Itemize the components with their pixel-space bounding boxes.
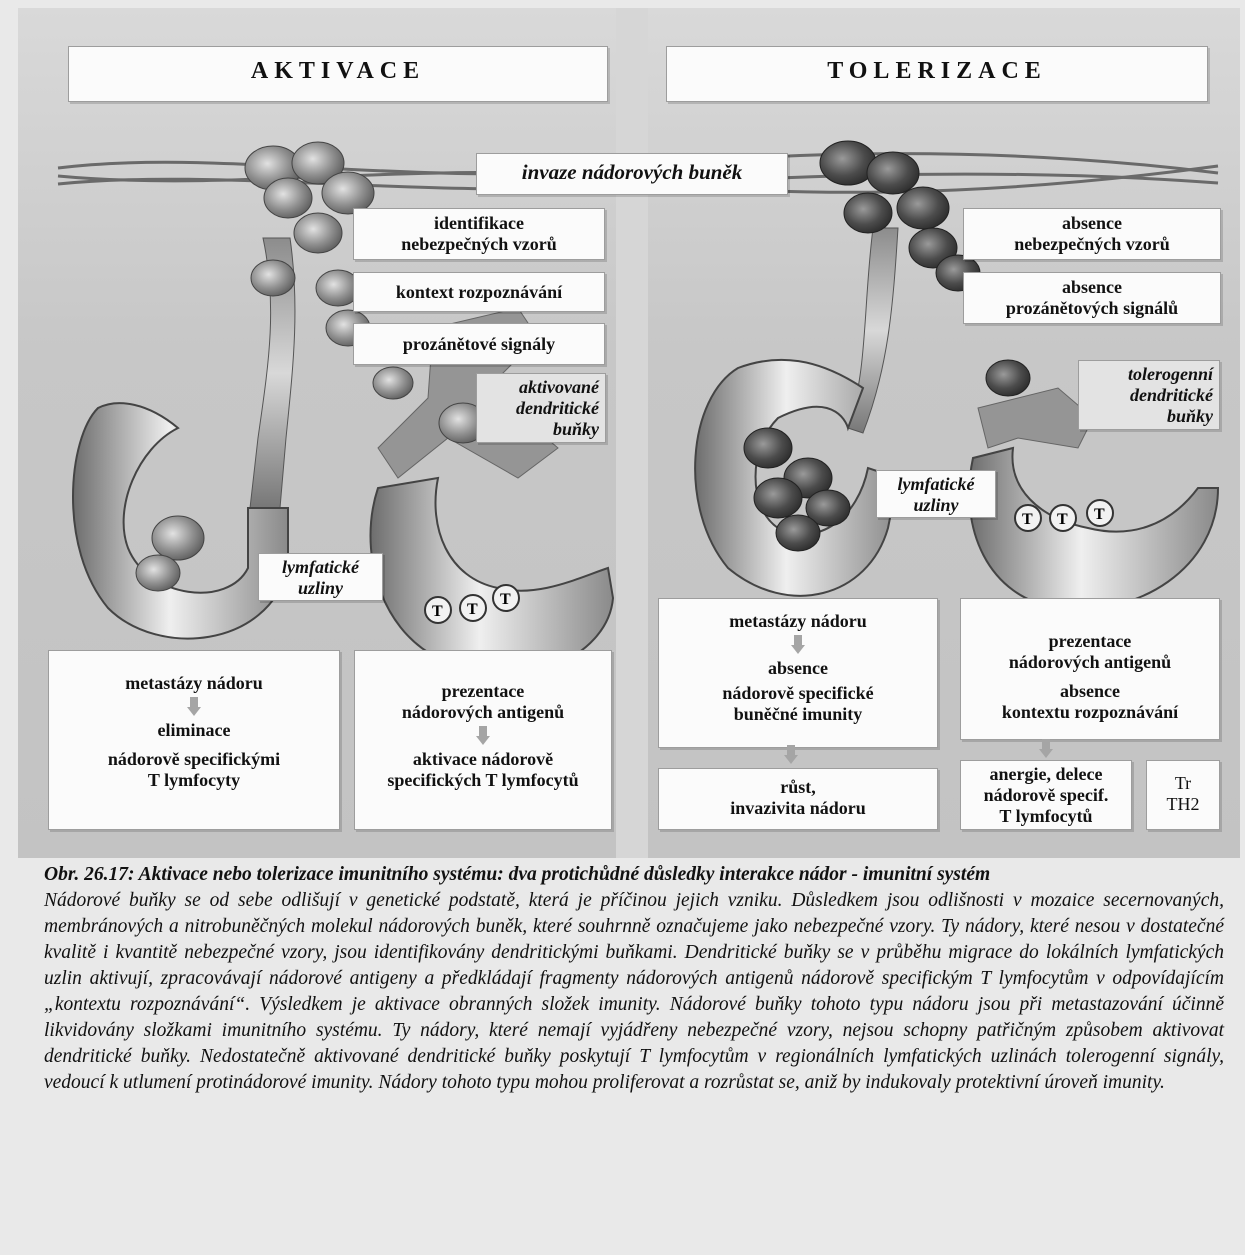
context-box: kontext rozpoznávání — [353, 272, 605, 312]
left-outcome-presentation: prezentace nádorových antigenů aktivace … — [354, 650, 612, 830]
absence-patterns-box: absence nebezpečných vzorů — [963, 208, 1221, 260]
down-arrow-icon — [187, 697, 201, 717]
caption-body: Nádorové buňky se od sebe odlišují v gen… — [44, 888, 1224, 1096]
left-outcome-metastasis: metastázy nádoru eliminace nádorově spec… — [48, 650, 340, 830]
down-arrow-icon — [476, 726, 490, 746]
t-cell-label: T — [1022, 511, 1033, 528]
right-outcome-presentation: prezentace nádorových antigenů absence k… — [960, 598, 1220, 740]
anergy-box: anergie, delece nádorově specif. T lymfo… — [960, 760, 1132, 830]
caption-title: Obr. 26.17: Aktivace nebo tolerizace imu… — [44, 862, 1224, 888]
proinflam-box: prozánětové signály — [353, 323, 605, 365]
aktivace-title: AKTIVACE — [68, 46, 608, 102]
identify-box: identifikace nebezpečných vzorů — [353, 208, 605, 260]
down-arrow-icon — [791, 635, 805, 655]
figure-caption: Obr. 26.17: Aktivace nebo tolerizace imu… — [44, 862, 1224, 1096]
tr-th2-box: Tr TH2 — [1146, 760, 1220, 830]
down-arrow-icon — [784, 745, 798, 765]
dc-tolerogenic-label: tolerogenní dendritické buňky — [1078, 360, 1220, 430]
growth-box: růst, invazivita nádoru — [658, 768, 938, 830]
lymph-label-right: lymfatické uzliny — [876, 470, 996, 518]
t-cell-label: T — [1094, 506, 1105, 523]
tolerizace-title: TOLERIZACE — [666, 46, 1208, 102]
t-cell-label: T — [432, 603, 443, 620]
t-cell-label: T — [500, 591, 511, 608]
right-t-cells: T T T — [1015, 500, 1113, 531]
lymph-label-left: lymfatické uzliny — [258, 553, 383, 601]
right-outcome-metastasis: metastázy nádoru absence nádorově specif… — [658, 598, 938, 748]
invasion-label: invaze nádorových buněk — [476, 153, 788, 195]
dc-activated-label: aktivované dendritické buňky — [476, 373, 606, 443]
t-cell-label: T — [1057, 511, 1068, 528]
down-arrow-icon — [1039, 739, 1053, 759]
absence-signals-box: absence prozánětových signálů — [963, 272, 1221, 324]
figure: T T T — [18, 8, 1240, 858]
t-cell-label: T — [467, 601, 478, 618]
